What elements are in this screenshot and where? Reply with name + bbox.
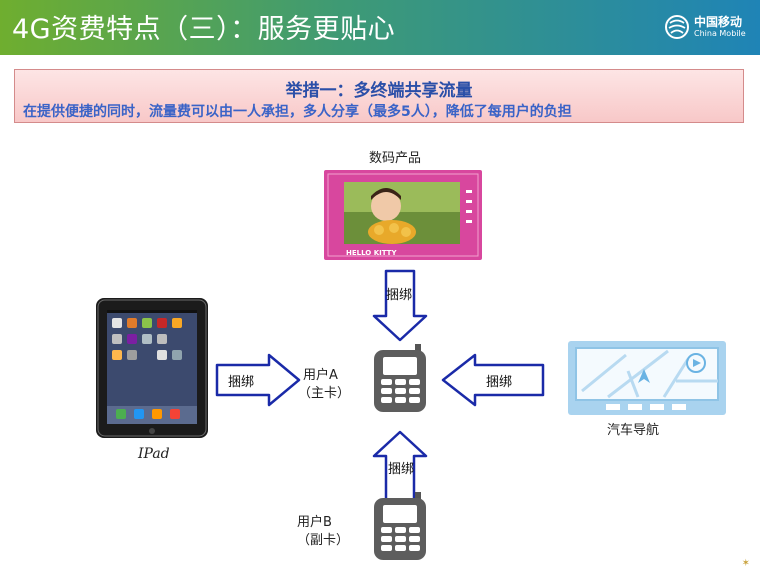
ipad-label: IPad — [138, 446, 170, 462]
bind-label-left: 捆绑 — [228, 375, 255, 390]
logo-text-en: China Mobile — [694, 29, 746, 38]
slide-title: 4G资费特点（三）：服务更贴心 — [12, 14, 396, 45]
car-navigation-label: 汽车导航 — [607, 423, 660, 438]
photo-frame-image: HELLO KITTY — [324, 170, 482, 260]
user-a-label: 用户A — [303, 368, 338, 383]
banner-subtitle: 在提供便捷的同时，流量费可以由一人承担，多人分享（最多5人），降低了每用户的负担 — [23, 104, 572, 120]
bind-arrow-left — [441, 353, 545, 407]
china-mobile-logo-icon — [665, 15, 689, 39]
car-navigation-image — [568, 341, 726, 415]
digital-product-label: 数码产品 — [369, 151, 422, 166]
user-b-role: （副卡） — [297, 533, 350, 548]
bind-label-top: 捆绑 — [386, 288, 413, 303]
phone-a-icon — [374, 344, 426, 412]
measure-banner: 举措一：多终端共享流量 在提供便捷的同时，流量费可以由一人承担，多人分享（最多5… — [14, 69, 744, 123]
user-a-role: （主卡） — [298, 386, 351, 401]
banner-title: 举措一：多终端共享流量 — [285, 81, 473, 101]
bind-arrow-down — [372, 269, 428, 342]
user-b-label: 用户B — [297, 515, 332, 530]
bind-label-right: 捆绑 — [486, 375, 513, 390]
phone-b-icon — [374, 492, 426, 560]
decorative-star-icon: ✶ — [741, 558, 750, 569]
bind-label-bottom: 捆绑 — [388, 462, 415, 477]
ipad-image — [96, 298, 208, 438]
frame-brand-text: HELLO KITTY — [346, 249, 397, 257]
china-mobile-logo: 中国移动 China Mobile — [664, 12, 752, 44]
slide-header: 4G资费特点（三）：服务更贴心 中国移动 China Mobile — [0, 0, 760, 55]
bind-arrow-right — [215, 353, 301, 407]
logo-text-cn: 中国移动 — [694, 15, 743, 29]
